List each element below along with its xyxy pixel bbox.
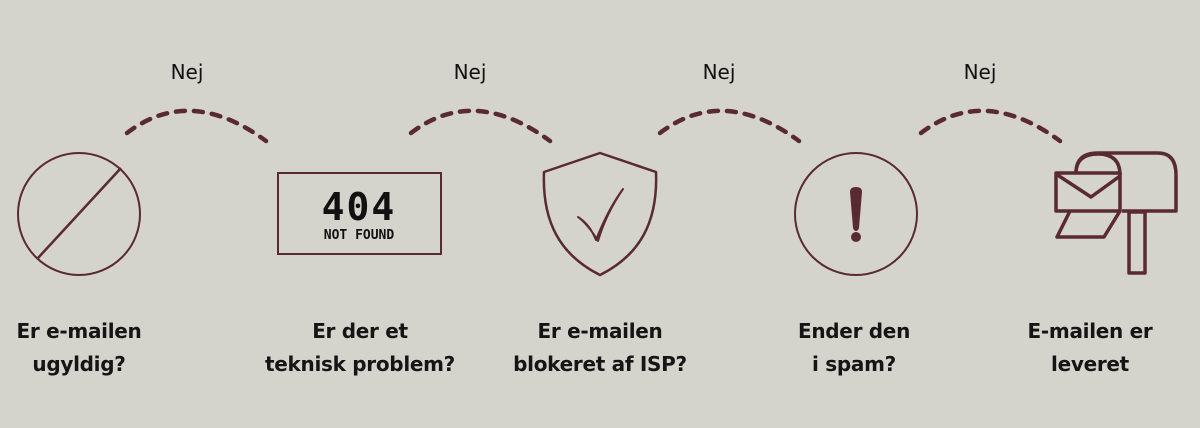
- connector-arc-3: [657, 108, 802, 144]
- step-label-line2: ugyldig?: [32, 352, 126, 376]
- connector-arc-2: [408, 108, 553, 144]
- connector-label-2: Nej: [453, 60, 487, 84]
- step-label-spam: Ender den i spam?: [734, 315, 974, 381]
- step-label-line1: Er e-mailen: [537, 319, 663, 343]
- connector-label-1: Nej: [170, 60, 204, 84]
- step-label-line1: Er der et: [312, 319, 408, 343]
- step-label-blocked-by-isp: Er e-mailen blokeret af ISP?: [480, 315, 720, 381]
- exclamation-circle-icon: [794, 152, 918, 276]
- step-label-line1: Er e-mailen: [16, 319, 142, 343]
- shield-check-icon: [542, 151, 658, 277]
- step-label-line2: blokeret af ISP?: [513, 352, 687, 376]
- 404-not-found-icon: 404 NOT FOUND: [277, 172, 442, 255]
- mailbox-icon: [1054, 151, 1178, 275]
- connector-label-4: Nej: [963, 60, 997, 84]
- connector-arc-4: [918, 108, 1063, 144]
- connector-label-3: Nej: [702, 60, 736, 84]
- step-label-line2: teknisk problem?: [265, 352, 455, 376]
- step-label-line2: i spam?: [812, 352, 896, 376]
- prohibited-circle-icon: [17, 152, 141, 276]
- not-found-text: NOT FOUND: [324, 228, 395, 243]
- step-label-line2: leveret: [1051, 352, 1129, 376]
- step-label-line1: E-mailen er: [1027, 319, 1153, 343]
- step-label-delivered: E-mailen er leveret: [970, 315, 1200, 381]
- step-label-line1: Ender den: [797, 319, 911, 343]
- step-label-invalid-email: Er e-mailen ugyldig?: [0, 315, 199, 381]
- step-label-technical-problem: Er der et teknisk problem?: [240, 315, 480, 381]
- connector-arc-1: [124, 108, 269, 144]
- 404-text: 404: [322, 185, 397, 229]
